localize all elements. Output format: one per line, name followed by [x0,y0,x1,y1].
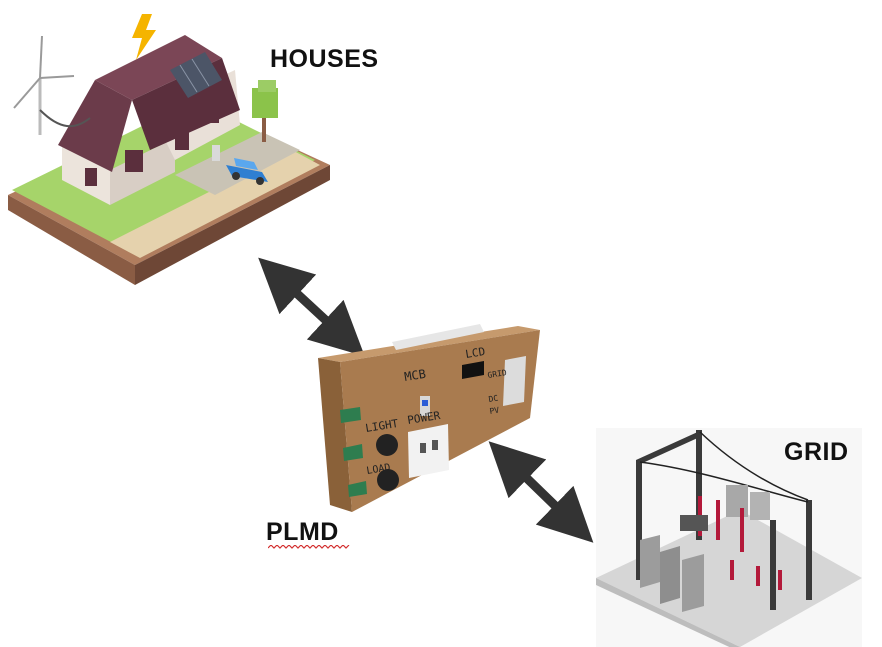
wind-turbine-icon [13,35,75,135]
spellcheck-underline [268,545,350,549]
arrow-plmd-grid [488,441,594,543]
houses-label: HOUSES [270,45,379,73]
marking-grid: GRID [487,368,508,380]
plmd-device: MCB LCD LIGHT POWER LOAD GRID DC PV [318,324,540,512]
marking-lcd: LCD [464,345,486,361]
marking-mcb: MCB [403,367,427,384]
marking-pv: PV [489,406,500,416]
substation-illustration [596,428,862,647]
marking-light: LIGHT [364,417,399,435]
plmd-label: PLMD [266,518,339,546]
lightning-bolt-icon [132,14,156,60]
arrow-houses-plmd [258,257,365,357]
house-illustration [8,14,330,285]
grid-label: GRID [784,438,849,466]
marking-load: LOAD [366,462,392,477]
marking-dc: DC [488,394,499,404]
marking-power: POWER [406,409,441,427]
